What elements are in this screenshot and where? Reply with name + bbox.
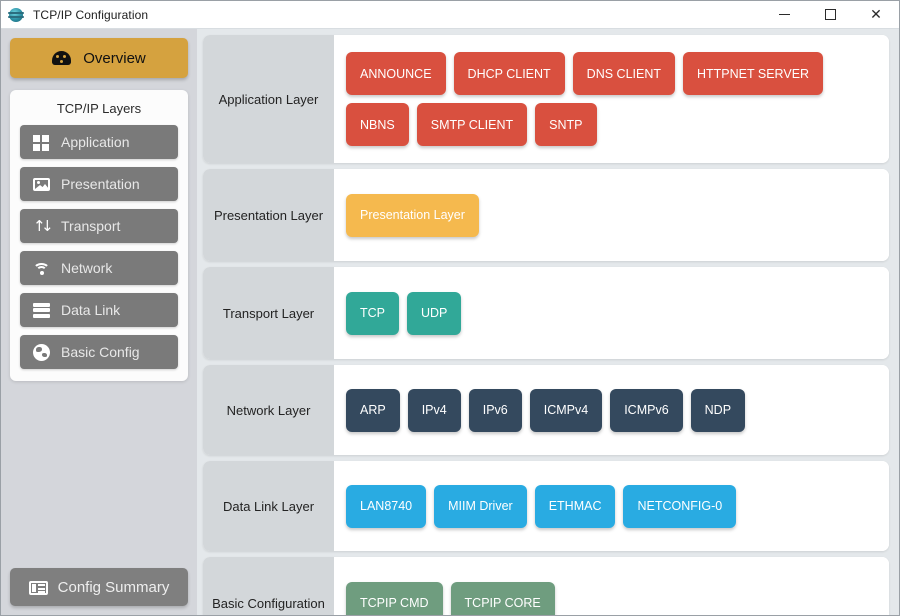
module-chip[interactable]: ARP bbox=[346, 388, 400, 432]
module-list-data-link: LAN8740 MIIM Driver ETHMAC NETCONFIG-0 bbox=[334, 461, 889, 551]
title-bar: TCP/IP Configuration ✕ bbox=[1, 1, 899, 29]
module-chip[interactable]: DHCP CLIENT bbox=[453, 52, 565, 95]
module-list-presentation: Presentation Layer bbox=[334, 169, 889, 261]
row-label: Transport Layer bbox=[203, 267, 334, 359]
layer-row-basic-configuration: Basic Configuration TCPIP CMD TCPIP CORE bbox=[203, 557, 889, 615]
module-chip[interactable]: UDP bbox=[407, 291, 462, 335]
module-chip[interactable]: ICMPv4 bbox=[529, 388, 603, 432]
row-label: Presentation Layer bbox=[203, 169, 334, 261]
layers-panel-title: TCP/IP Layers bbox=[56, 101, 142, 116]
row-label: Application Layer bbox=[203, 35, 334, 163]
layer-row-presentation: Presentation Layer Presentation Layer bbox=[203, 169, 889, 261]
module-chip[interactable]: IPv6 bbox=[468, 388, 522, 432]
summary-icon bbox=[28, 579, 48, 596]
close-button[interactable]: ✕ bbox=[853, 1, 899, 29]
grid-icon bbox=[33, 134, 50, 151]
module-chip[interactable]: NBNS bbox=[346, 103, 409, 146]
module-chip[interactable]: LAN8740 bbox=[346, 484, 427, 528]
sidebar-item-label: Network bbox=[61, 260, 113, 276]
window-body: Overview TCP/IP Layers Application Prese… bbox=[1, 29, 899, 615]
maximize-icon bbox=[824, 9, 836, 20]
layer-row-transport: Transport Layer TCP UDP bbox=[203, 267, 889, 359]
module-chip[interactable]: ICMPv6 bbox=[610, 388, 683, 432]
module-chip[interactable]: SNTP bbox=[535, 103, 597, 146]
module-chip[interactable]: TCPIP CMD bbox=[346, 581, 443, 615]
layer-row-network: Network Layer ARP IPv4 IPv6 ICMPv4 ICMPv… bbox=[203, 365, 889, 455]
image-icon bbox=[33, 176, 50, 193]
config-summary-button[interactable]: Config Summary bbox=[10, 568, 188, 606]
sidebar-item-network[interactable]: Network bbox=[20, 251, 178, 285]
sidebar-item-label: Basic Config bbox=[61, 344, 140, 360]
overview-button[interactable]: Overview bbox=[10, 38, 188, 78]
module-chip[interactable]: NETCONFIG-0 bbox=[623, 484, 737, 528]
module-chip[interactable]: HTTPNET SERVER bbox=[683, 52, 824, 95]
row-label: Basic Configuration bbox=[203, 557, 334, 615]
layer-row-data-link: Data Link Layer LAN8740 MIIM Driver ETHM… bbox=[203, 461, 889, 551]
sidebar-item-data-link[interactable]: Data Link bbox=[20, 293, 178, 327]
minimize-icon bbox=[778, 14, 790, 15]
module-list-transport: TCP UDP bbox=[334, 267, 889, 359]
module-chip[interactable]: TCP bbox=[346, 291, 399, 335]
module-chip[interactable]: MIIM Driver bbox=[434, 484, 527, 528]
row-label: Data Link Layer bbox=[203, 461, 334, 551]
maximize-button[interactable] bbox=[807, 1, 853, 29]
sidebar-item-label: Presentation bbox=[61, 176, 140, 192]
module-chip[interactable]: TCPIP CORE bbox=[450, 581, 555, 615]
sidebar: Overview TCP/IP Layers Application Prese… bbox=[1, 29, 197, 615]
module-chip[interactable]: ANNOUNCE bbox=[346, 52, 446, 95]
overview-button-label: Overview bbox=[83, 49, 146, 67]
sidebar-item-transport[interactable]: ↑↓ Transport bbox=[20, 209, 178, 243]
sidebar-item-label: Data Link bbox=[61, 302, 121, 318]
globe-icon bbox=[33, 343, 50, 361]
module-chip[interactable]: DNS CLIENT bbox=[572, 52, 675, 95]
module-list-network: ARP IPv4 IPv6 ICMPv4 ICMPv6 NDP bbox=[334, 365, 889, 455]
sidebar-item-label: Application bbox=[61, 134, 130, 150]
tcpip-layers-panel: TCP/IP Layers Application Presentation ↑… bbox=[10, 90, 188, 381]
sidebar-footer: Config Summary bbox=[10, 568, 188, 615]
sidebar-item-presentation[interactable]: Presentation bbox=[20, 167, 178, 201]
server-icon bbox=[33, 302, 50, 319]
module-list-basic-configuration: TCPIP CMD TCPIP CORE bbox=[334, 557, 889, 615]
layer-row-application: Application Layer ANNOUNCE DHCP CLIENT D… bbox=[203, 35, 889, 163]
app-globe-icon bbox=[8, 6, 26, 24]
window-title: TCP/IP Configuration bbox=[33, 7, 149, 22]
config-summary-label: Config Summary bbox=[57, 578, 170, 596]
module-chip[interactable]: Presentation Layer bbox=[346, 193, 479, 237]
sidebar-item-basic-config[interactable]: Basic Config bbox=[20, 335, 178, 369]
gauge-icon bbox=[52, 51, 72, 65]
up-down-arrows-icon: ↑↓ bbox=[33, 216, 54, 235]
module-chip[interactable]: ETHMAC bbox=[534, 484, 616, 528]
wifi-icon bbox=[33, 260, 50, 277]
layer-stack: Application Layer ANNOUNCE DHCP CLIENT D… bbox=[197, 29, 899, 615]
module-chip[interactable]: IPv4 bbox=[407, 388, 461, 432]
minimize-button[interactable] bbox=[761, 1, 807, 29]
module-chip[interactable]: NDP bbox=[690, 388, 746, 432]
close-icon: ✕ bbox=[870, 6, 882, 23]
sidebar-item-application[interactable]: Application bbox=[20, 125, 178, 159]
module-list-application: ANNOUNCE DHCP CLIENT DNS CLIENT HTTPNET … bbox=[334, 35, 889, 163]
module-chip[interactable]: SMTP CLIENT bbox=[416, 103, 528, 146]
sidebar-item-label: Transport bbox=[61, 218, 121, 234]
row-label: Network Layer bbox=[203, 365, 334, 455]
